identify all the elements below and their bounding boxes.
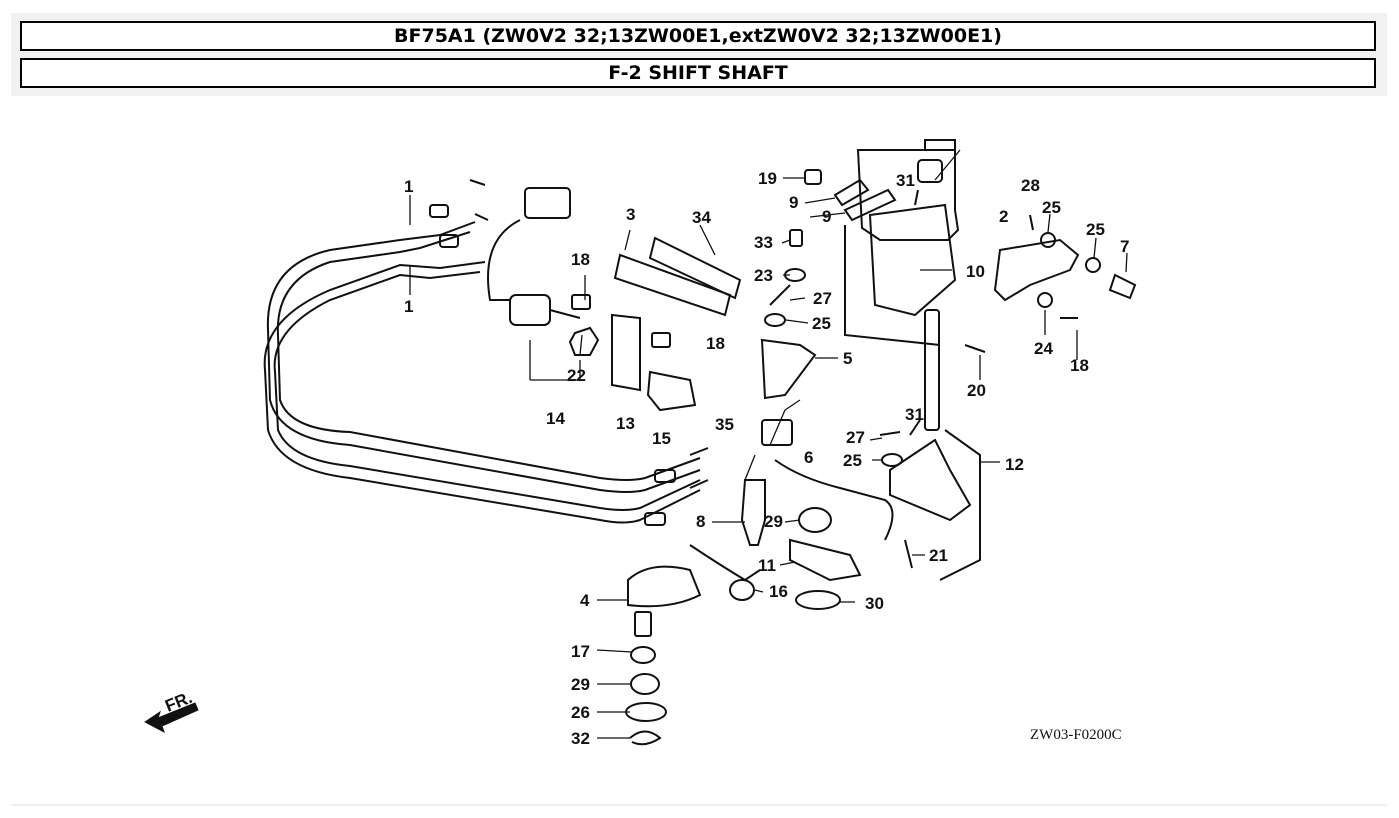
front-arrow-icon <box>144 702 199 734</box>
small-fastener-parts <box>764 169 921 467</box>
callout-10: 10 <box>966 262 985 281</box>
callout-12: 12 <box>1005 455 1024 474</box>
shift-shaft-parts <box>625 338 862 746</box>
lever-and-bolts <box>904 214 1137 569</box>
bottom-divider <box>11 804 1387 806</box>
callout-19: 19 <box>758 169 777 188</box>
callout-34: 34 <box>692 208 711 227</box>
callout-25b: 25 <box>1086 220 1105 239</box>
callout-31a: 31 <box>896 171 915 190</box>
callout-27b: 27 <box>846 428 865 447</box>
callout-20: 20 <box>967 381 986 400</box>
shift-cable-part <box>263 179 709 526</box>
callout-15: 15 <box>652 429 671 448</box>
callout-1a: 1 <box>404 177 413 196</box>
callout-3: 3 <box>626 205 635 224</box>
callout-8: 8 <box>696 512 705 531</box>
neutral-switch-part <box>487 187 600 356</box>
callout-30: 30 <box>865 594 884 613</box>
callout-labels: 1 1 2 3 4 5 6 7 8 9 9 10 11 12 13 14 15 … <box>162 169 1129 748</box>
callout-17: 17 <box>571 642 590 661</box>
callout-27a: 27 <box>813 289 832 308</box>
drawing-code: ZW03-F0200C <box>1030 727 1122 743</box>
callout-22: 22 <box>567 366 586 385</box>
callout-25a: 25 <box>1042 198 1061 217</box>
callout-11: 11 <box>758 556 776 575</box>
callout-2: 2 <box>999 207 1008 226</box>
callout-16: 16 <box>769 582 788 601</box>
shift-rod-part <box>774 459 894 541</box>
callout-26: 26 <box>571 703 590 722</box>
callout-14: 14 <box>546 409 565 428</box>
callout-28: 28 <box>1021 176 1040 195</box>
callout-18a: 18 <box>571 250 590 269</box>
callout-25c: 25 <box>812 314 831 333</box>
callout-35: 35 <box>715 415 734 434</box>
callout-4: 4 <box>580 591 590 610</box>
callout-9b: 9 <box>822 207 831 226</box>
leader-lines <box>409 149 1128 739</box>
callout-24: 24 <box>1034 339 1053 358</box>
header-panel: BF75A1 (ZW0V2 32;13ZW00E1,extZW0V2 32;13… <box>11 13 1387 96</box>
callout-33: 33 <box>754 233 773 252</box>
callout-7: 7 <box>1120 237 1129 256</box>
callout-13: 13 <box>616 414 635 433</box>
callout-18b: 18 <box>706 334 725 353</box>
callout-29b: 29 <box>764 512 783 531</box>
callout-9a: 9 <box>789 193 798 212</box>
callout-6: 6 <box>804 448 813 467</box>
bracket-parts <box>571 236 742 412</box>
exploded-view-drawing: 1 1 2 3 4 5 6 7 8 9 9 10 11 12 13 14 15 … <box>144 139 1137 748</box>
callout-1b: 1 <box>404 297 413 316</box>
callout-18c: 18 <box>1070 356 1089 375</box>
callout-32: 32 <box>571 729 590 748</box>
model-title: BF75A1 (ZW0V2 32;13ZW00E1,extZW0V2 32;13… <box>20 21 1376 51</box>
callout-23: 23 <box>754 266 773 285</box>
section-title: F-2 SHIFT SHAFT <box>20 58 1376 88</box>
callout-5: 5 <box>843 349 852 368</box>
shift-lever-assembly <box>844 139 981 581</box>
callout-25d: 25 <box>843 451 862 470</box>
parts-diagram: 1 1 2 3 4 5 6 7 8 9 9 10 11 12 13 14 15 … <box>0 100 1399 800</box>
callout-21: 21 <box>929 546 948 565</box>
callout-31b: 31 <box>905 405 924 424</box>
callout-29a: 29 <box>571 675 590 694</box>
